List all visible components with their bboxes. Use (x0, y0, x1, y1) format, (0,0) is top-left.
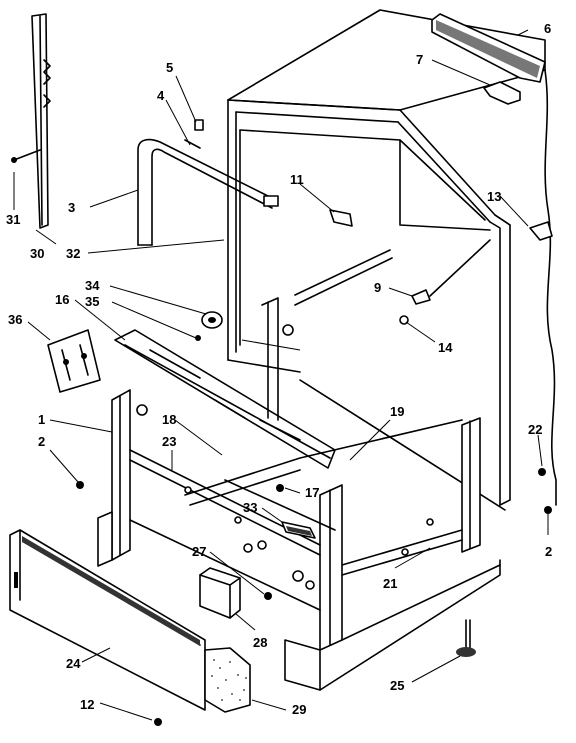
callout-19: 19 (390, 404, 404, 419)
callout-17: 17 (305, 485, 319, 500)
screws (76, 468, 552, 726)
callout-1: 1 (38, 412, 45, 427)
callout-6: 6 (544, 21, 551, 36)
vent-part (431, 13, 546, 83)
knob-34 (195, 311, 223, 341)
callout-24: 24 (66, 656, 81, 671)
callout-36: 36 (8, 312, 22, 327)
callout-14: 14 (438, 340, 453, 355)
clip-13 (529, 221, 553, 241)
callout-29: 29 (292, 702, 306, 717)
front-rail-16 (114, 329, 336, 469)
hinge-bracket-36 (47, 329, 101, 393)
side-rail-part (11, 13, 51, 229)
part-33 (281, 521, 316, 539)
callout-labels: 6 7 5 4 3 11 13 31 30 32 9 34 16 35 14 3… (6, 21, 552, 717)
callout-11: 11 (290, 172, 304, 187)
callout-7: 7 (416, 52, 423, 67)
bracket-part (483, 81, 521, 105)
callout-5: 5 (166, 60, 173, 75)
callout-21: 21 (383, 576, 397, 591)
rear-rail (294, 249, 393, 306)
callout-3: 3 (68, 200, 75, 215)
insulation-29 (204, 647, 251, 713)
callout-30: 30 (30, 246, 44, 261)
callout-27: 27 (192, 544, 206, 559)
callout-23: 23 (162, 434, 176, 449)
callout-13: 13 (487, 189, 501, 204)
callout-25: 25 (390, 678, 404, 693)
screw-5 (194, 119, 204, 131)
callout-32: 32 (66, 246, 80, 261)
callout-18: 18 (162, 412, 176, 427)
callout-31: 31 (6, 212, 20, 227)
callout-35: 35 (85, 294, 99, 309)
tub-outline (227, 9, 557, 511)
clip-9 (399, 239, 491, 325)
callout-34: 34 (85, 278, 100, 293)
callout-9: 9 (374, 280, 381, 295)
leader-lines (13, 29, 549, 721)
callout-33: 33 (243, 500, 257, 515)
callout-2-right: 2 (545, 544, 552, 559)
callout-2-left: 2 (38, 434, 45, 449)
clip-11 (329, 209, 353, 227)
callout-28: 28 (253, 635, 267, 650)
callout-22: 22 (528, 422, 542, 437)
callout-12: 12 (80, 697, 94, 712)
leveling-leg-25 (456, 619, 476, 657)
callout-4: 4 (157, 88, 165, 103)
box-28 (199, 567, 241, 619)
callout-16: 16 (55, 292, 69, 307)
tube-part (137, 138, 279, 246)
